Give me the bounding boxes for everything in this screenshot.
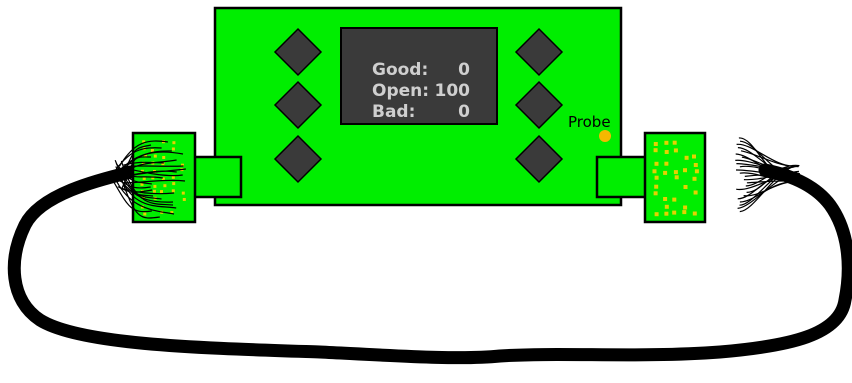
connector-pin bbox=[140, 182, 144, 186]
wire-strand bbox=[123, 161, 164, 166]
connector-pin bbox=[153, 184, 157, 188]
readout-open: Open: 100 bbox=[372, 81, 470, 101]
wire-strand bbox=[122, 183, 174, 203]
cable-loop bbox=[7, 163, 852, 365]
connector-pin bbox=[181, 163, 184, 167]
open-label: Open: bbox=[372, 81, 429, 101]
wire-strand bbox=[120, 177, 160, 219]
wire-strand bbox=[111, 172, 175, 215]
good-label: Good: bbox=[372, 60, 428, 80]
connector-pin bbox=[684, 155, 689, 160]
connector-pin bbox=[672, 197, 677, 202]
bad-label: Bad: bbox=[372, 102, 415, 122]
connector-pin bbox=[694, 169, 699, 174]
wire-strand bbox=[123, 165, 184, 168]
right-connector-pins bbox=[652, 140, 699, 217]
connector-pin bbox=[181, 191, 185, 195]
wire-strand bbox=[120, 160, 174, 206]
connector-pin bbox=[163, 184, 167, 188]
left-button-middle[interactable] bbox=[273, 80, 323, 130]
connector-pin bbox=[673, 170, 678, 175]
wire-strand bbox=[113, 147, 162, 174]
connector-pin bbox=[653, 191, 658, 196]
connector-pin bbox=[160, 190, 163, 194]
wire-strand bbox=[120, 156, 152, 190]
connector-pin bbox=[152, 189, 156, 193]
left-button-bottom[interactable] bbox=[273, 134, 323, 184]
connector-pin bbox=[172, 182, 176, 186]
connector-pin bbox=[683, 205, 688, 210]
connector-pin bbox=[693, 163, 698, 167]
connector-pin bbox=[171, 175, 175, 179]
connector-pin bbox=[672, 210, 677, 215]
connector-pin bbox=[663, 170, 668, 175]
connector-pin bbox=[171, 189, 175, 193]
open-value: 100 bbox=[435, 81, 471, 101]
connector-pin bbox=[182, 198, 186, 201]
display-screen bbox=[340, 27, 498, 125]
connector-pin bbox=[143, 212, 147, 216]
readout-good: Good: 0 bbox=[372, 60, 470, 80]
good-value: 0 bbox=[458, 60, 470, 80]
connector-pin bbox=[692, 154, 696, 159]
connector-pin bbox=[654, 184, 659, 189]
probe-label: Probe bbox=[568, 113, 611, 131]
bad-value: 0 bbox=[458, 102, 470, 122]
connector-pin bbox=[652, 169, 657, 174]
readout-bad: Bad: 0 bbox=[372, 102, 470, 122]
connector-pin bbox=[664, 211, 669, 216]
right-button-top[interactable] bbox=[514, 27, 564, 77]
wire-strand bbox=[116, 151, 184, 177]
connector-pin bbox=[654, 212, 659, 217]
wire-strand bbox=[739, 165, 799, 213]
connector-pin bbox=[151, 176, 155, 180]
connector-pin bbox=[653, 148, 658, 153]
right-button-middle[interactable] bbox=[514, 80, 564, 130]
connector-pin bbox=[664, 140, 669, 145]
connector-pin bbox=[664, 161, 669, 166]
connector-pin bbox=[672, 140, 677, 145]
wire-strand bbox=[738, 137, 791, 180]
connector-pin bbox=[142, 140, 146, 144]
wire-strand bbox=[121, 166, 183, 177]
wire-strand bbox=[113, 181, 152, 213]
connector-pin bbox=[674, 175, 679, 180]
connector-pin bbox=[682, 210, 687, 215]
probe-point[interactable] bbox=[599, 130, 611, 142]
connector-pin bbox=[692, 176, 697, 181]
wire-strand bbox=[120, 187, 175, 195]
left-connector-wires bbox=[111, 140, 186, 219]
connector-pin bbox=[653, 142, 658, 146]
wire-strand bbox=[115, 163, 152, 185]
connector-pin bbox=[654, 161, 659, 166]
connector-pin bbox=[142, 176, 146, 180]
connector-pin bbox=[692, 211, 697, 216]
connector-pin bbox=[683, 185, 688, 189]
wire-strand bbox=[122, 179, 186, 184]
connector-pin bbox=[171, 147, 175, 151]
left-button-top[interactable] bbox=[273, 27, 323, 77]
connector-pin bbox=[162, 156, 166, 159]
wire-strand bbox=[745, 164, 800, 187]
right-cable-wire-ends bbox=[735, 137, 800, 213]
connector-pin bbox=[143, 154, 147, 158]
connector-pin bbox=[170, 211, 174, 215]
connector-pin bbox=[673, 148, 678, 153]
connector-pin bbox=[161, 177, 165, 181]
connector-pin bbox=[683, 168, 687, 173]
connector-pin bbox=[664, 204, 669, 209]
connector-pin bbox=[664, 150, 669, 154]
connector-pin bbox=[693, 190, 698, 195]
connector-pin bbox=[172, 141, 176, 145]
connector-pin bbox=[161, 162, 165, 166]
connector-pin bbox=[654, 175, 659, 180]
connector-pin bbox=[150, 149, 154, 152]
right-button-bottom[interactable] bbox=[514, 134, 564, 184]
connector-pin bbox=[153, 154, 157, 158]
left-port-tab bbox=[188, 155, 243, 199]
connector-pin bbox=[141, 161, 145, 165]
connector-pin bbox=[663, 197, 668, 201]
